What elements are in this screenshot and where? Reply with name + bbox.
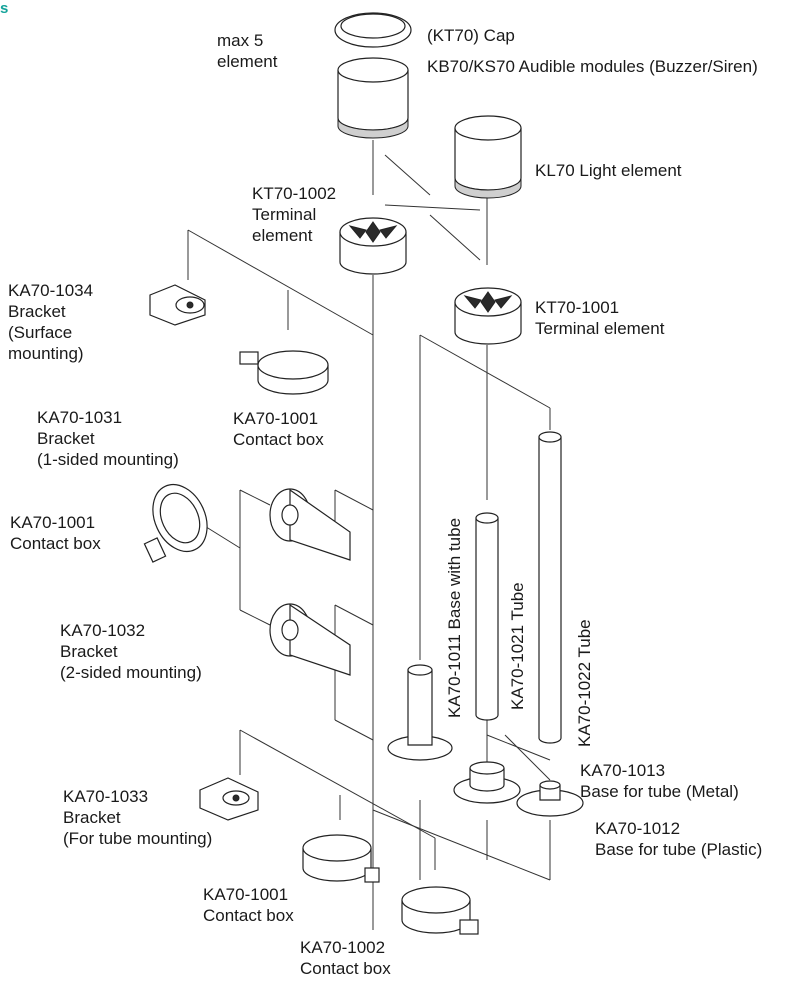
tube-1022-label: KA70-1022 Tube: [575, 619, 594, 747]
bracket-2sided-part: [269, 603, 351, 676]
terminal-element-1001-part: [454, 287, 522, 345]
contact-box-left-part: [143, 483, 208, 563]
light-element-label: KL70 Light element: [535, 161, 682, 180]
tube-1021-part: [475, 512, 499, 721]
contact-box-top-part: [239, 350, 329, 395]
cap-label: (KT70) Cap: [427, 26, 515, 45]
tube-1022-part: [538, 431, 562, 744]
tube-1021-label: KA70-1021 Tube: [508, 582, 527, 710]
base-with-tube-part: [387, 664, 453, 761]
base-plastic-part: [516, 780, 584, 817]
cap-part: [334, 12, 412, 48]
surface-bracket-part: [149, 284, 206, 326]
contact-box-bottom-part: [302, 834, 380, 883]
connector-lines: [187, 140, 551, 930]
terminal-element-1002-part: [339, 217, 407, 275]
contact-box-1002-part: [401, 886, 479, 935]
bracket-1sided-part: [269, 488, 351, 561]
corner-mark: s: [0, 0, 9, 17]
audible-modules-label: KB70/KS70 Audible modules (Buzzer/Siren): [427, 57, 758, 76]
light-element-part: [454, 115, 522, 199]
base-metal-part: [453, 761, 521, 804]
audible-module-part: [337, 57, 409, 139]
tube-mount-bracket-part: [199, 777, 259, 821]
base-with-tube-label: KA70-1011 Base with tube: [445, 517, 464, 718]
